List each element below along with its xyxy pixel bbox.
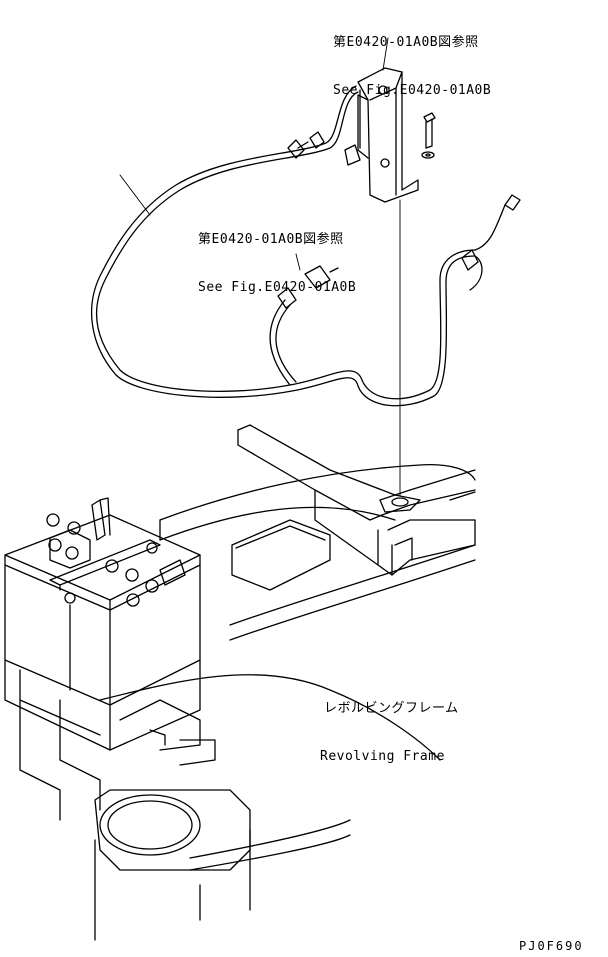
callout-reference-middle: 第E0420-01A0B図参照 See Fig.E0420-01A0B xyxy=(198,200,356,328)
callout-reference-top: 第E0420-01A0B図参照 See Fig.E0420-01A0B xyxy=(333,3,491,131)
callout-middle-japanese: 第E0420-01A0B図参照 xyxy=(198,232,344,247)
frame-label-japanese: レボルビングフレーム xyxy=(324,701,459,716)
bolt xyxy=(423,112,436,149)
callout-middle-english: See Fig.E0420-01A0B xyxy=(198,280,357,295)
washer xyxy=(421,151,435,159)
frame-label-english: Revolving Frame xyxy=(320,749,445,764)
revolving-frame-label: レボルビングフレーム Revolving Frame xyxy=(320,669,459,797)
battery xyxy=(4,497,201,751)
switch-bracket xyxy=(344,67,419,203)
drawing-code: PJ0F690 xyxy=(519,939,584,953)
callout-top-japanese: 第E0420-01A0B図参照 xyxy=(333,35,479,50)
callout-top-english: See Fig.E0420-01A0B xyxy=(333,83,492,98)
wiring-harness xyxy=(90,85,521,407)
callout-leader-top xyxy=(382,37,389,71)
revolving-frame xyxy=(19,424,476,941)
